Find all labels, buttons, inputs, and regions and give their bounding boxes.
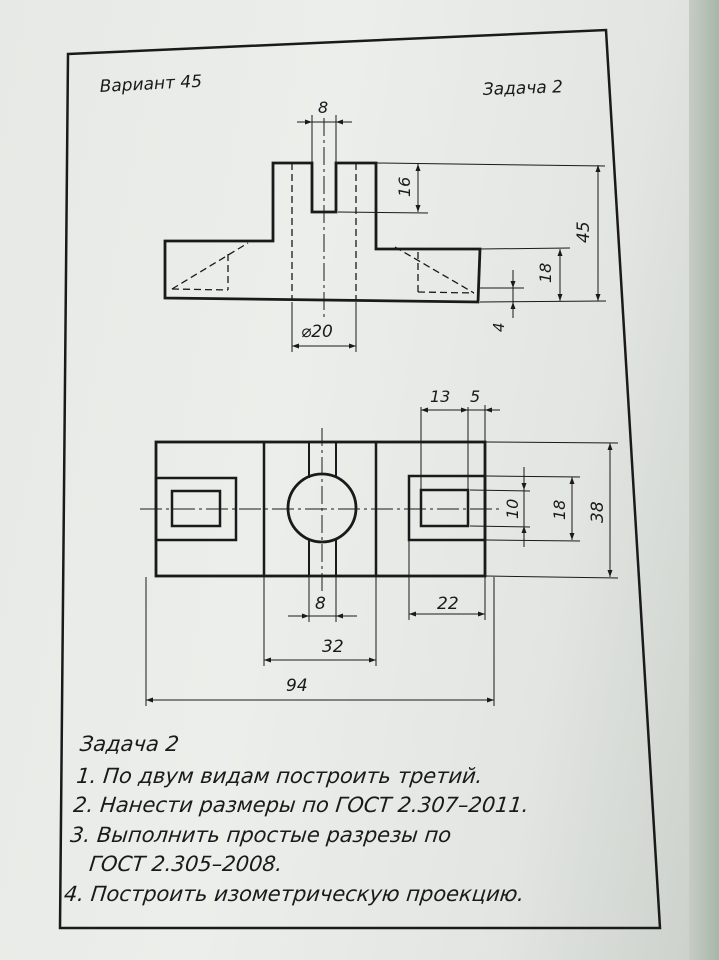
task-label-header: Задача 2 [482, 77, 563, 100]
right-pocket-outer [407, 474, 487, 542]
top-dimension-lines [146, 407, 613, 703]
dim-pocket-outer: 18 [550, 500, 569, 520]
dim-pocket-inner: 10 [503, 499, 522, 519]
dim-boss-width: 32 [322, 637, 344, 657]
right-pocket-inner [419, 488, 470, 528]
dim-base-offset: 4 [490, 322, 508, 332]
dim-pocket-w: 5 [470, 387, 480, 406]
task-title: Задача 2 [78, 732, 181, 756]
drawing-frame [58, 28, 662, 930]
background-edge [689, 0, 719, 960]
front-extension-lines [291, 115, 607, 352]
dim-pocket-length: 22 [437, 594, 459, 614]
dim-total-length: 94 [286, 676, 308, 696]
task-item-2: 2. Нанести размеры по ГОСТ 2.307–2011. [72, 793, 531, 817]
dim-slot-depth: 16 [395, 177, 414, 197]
front-dimension-lines [292, 119, 601, 349]
dim-hole-diameter: ⌀20 [301, 322, 333, 342]
dim-slot-width-front: 8 [318, 98, 328, 117]
front-view [163, 115, 607, 352]
dim-pocket-x: 13 [430, 387, 450, 406]
variant-label: Вариант 45 [99, 72, 202, 97]
top-extension-lines [145, 405, 619, 706]
task-item-3-cont: ГОСТ 2.305–2008. [88, 852, 284, 876]
task-item-1: 1. По двум видам построить третий. [75, 763, 484, 788]
task-description: Задача 2 1. По двум видам построить трет… [63, 730, 642, 909]
dim-base-height: 18 [536, 263, 555, 283]
dim-slot-width-top: 8 [315, 594, 326, 614]
front-hidden-lines [171, 163, 475, 301]
task-item-4: 4. Построить изометрическую проекцию. [62, 881, 526, 906]
task-item-3: 3. Выполнить простые разрезы по [69, 822, 453, 847]
dim-depth: 38 [588, 501, 608, 523]
dim-total-height: 45 [574, 221, 594, 243]
front-outline [163, 161, 482, 304]
top-view [140, 405, 619, 706]
